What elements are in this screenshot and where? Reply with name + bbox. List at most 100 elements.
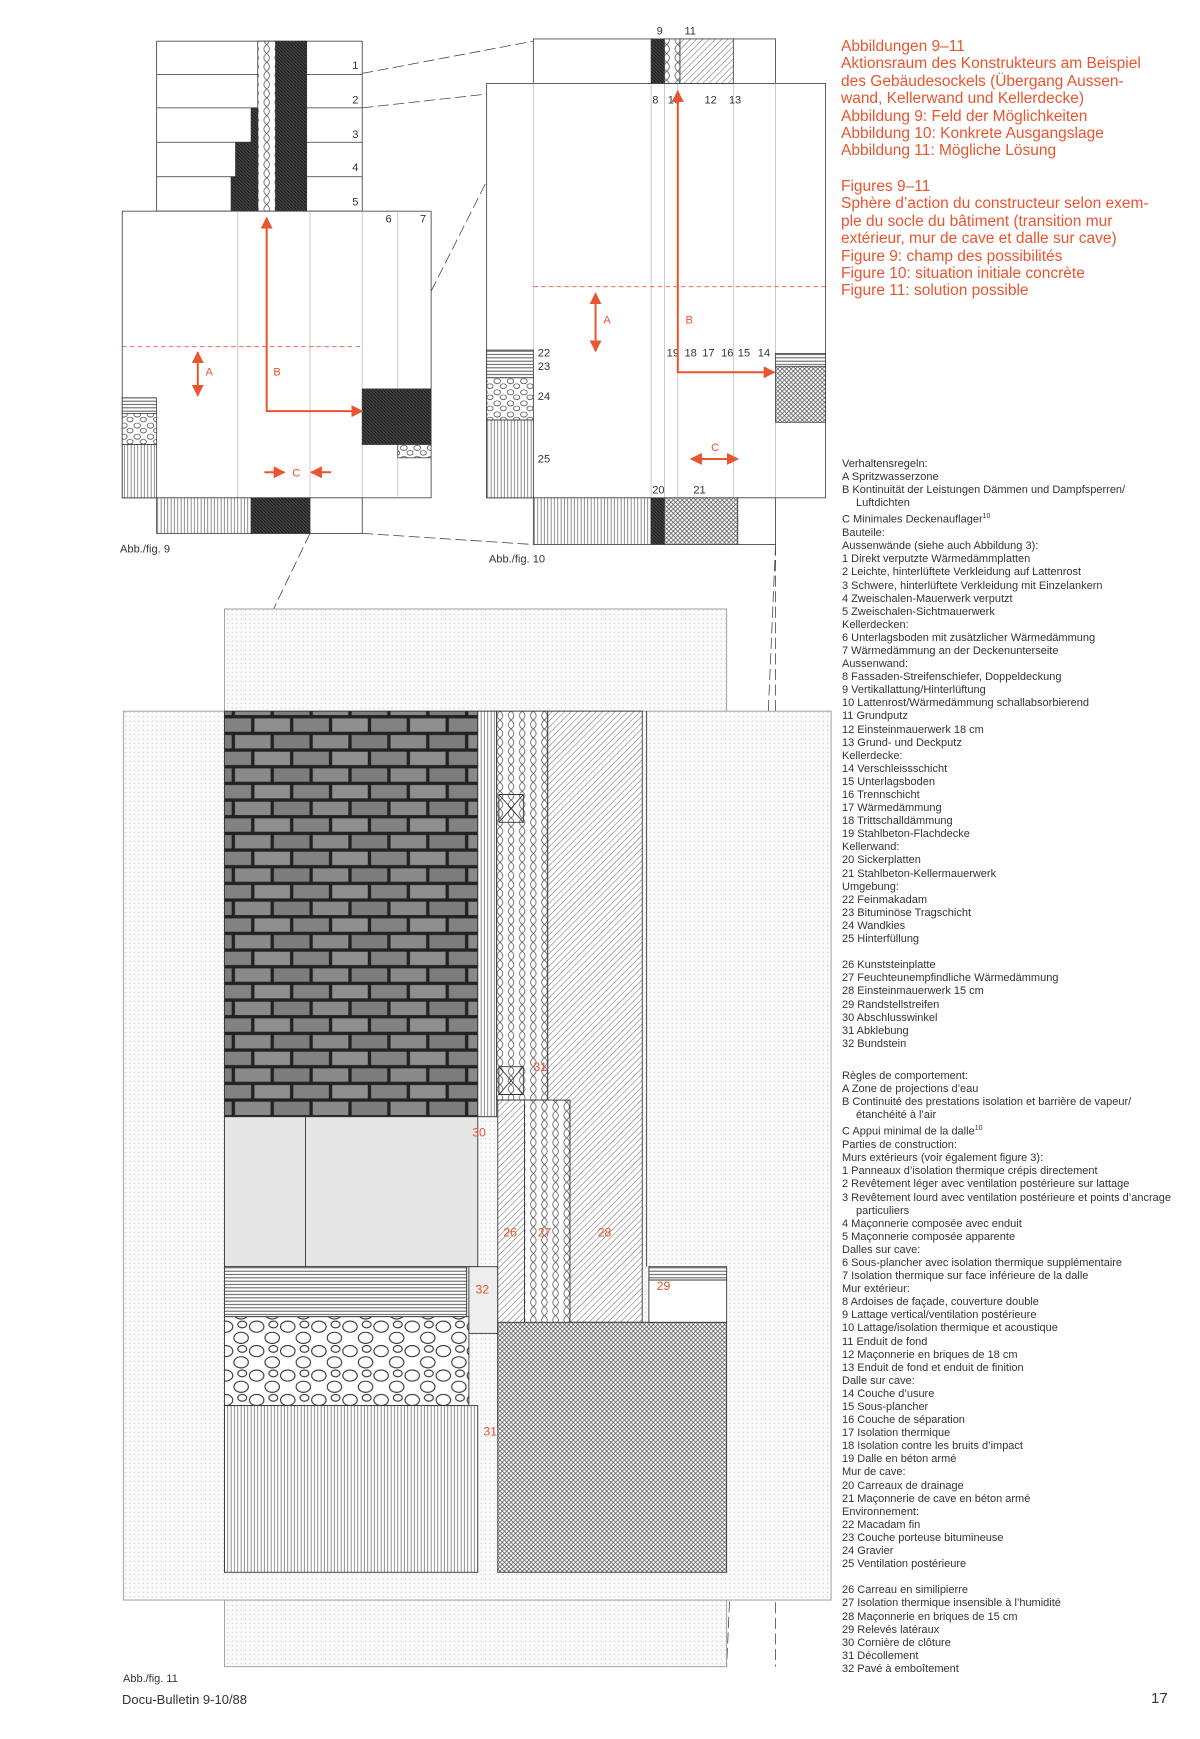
legend-item: 13 Grund- und Deckputz	[842, 737, 1172, 750]
legend-item: 1 Panneaux d’isolation thermique crépis …	[842, 1165, 1172, 1178]
legend-item-text: 5 Zweischalen-Sichtmauerwerk	[842, 605, 995, 618]
legend-item-text: 12 Einsteinmauerwerk 18 cm	[842, 723, 984, 736]
legend-item: Dalle sur cave:	[842, 1375, 1172, 1388]
legend-item-text: 8 Ardoises de façade, couverture double	[842, 1296, 1039, 1309]
legend-item: Règles de comportement:	[842, 1070, 1172, 1083]
fig11-label: 31	[483, 1425, 497, 1439]
legend-item: 19 Dalle en béton armé	[842, 1453, 1172, 1466]
legend-item-text: 2 Leichte, hinterlüftete Verkleidung auf…	[842, 566, 1082, 579]
legend-item: Bauteile:	[842, 527, 1172, 540]
heading-line: Figure 9: champ des possibilités	[841, 247, 1063, 265]
legend-item-text: 31 Décollement	[842, 1649, 919, 1662]
legend-item-text: 25 Ventilation postérieure	[842, 1558, 967, 1571]
legend-item: 3 Schwere, hinterlüftete Verkleidung mit…	[842, 580, 1172, 593]
publication-name: Docu-Bulletin 9-10/88	[122, 1692, 248, 1707]
fig9-label: 5	[352, 197, 358, 209]
fig9-label: 4	[352, 162, 358, 174]
legend-item: Parties de construction:	[842, 1139, 1172, 1152]
legend-item-text: 29 Relevés latéraux	[842, 1623, 940, 1636]
legend-item: Dalles sur cave:	[842, 1244, 1172, 1257]
legend-item: 10 Lattage/isolation thermique et acoust…	[842, 1322, 1172, 1335]
figure-10: 9 11 8 10 12 13 22 23 24 25 19 18 17 16 …	[486, 26, 826, 565]
legend-item: Aussenwände (siehe auch Abbildung 3):	[842, 540, 1172, 553]
legend-item: C Appui minimal de la dalle10	[842, 1122, 1172, 1139]
legend-item-text: 3 Revêtement lourd avec ventilation post…	[842, 1191, 1171, 1217]
fig10-label: 14	[758, 348, 770, 360]
legend-item-text: 4 Zweischalen-Mauerwerk verputzt	[842, 592, 1013, 605]
fig11-label: 31	[533, 1060, 547, 1074]
legend-item-text: C Appui minimal de la dalle	[842, 1126, 975, 1139]
fig10-label: 23	[538, 361, 550, 373]
legend-item-text: Mur extérieur:	[842, 1283, 910, 1296]
zone-a-label: A	[603, 314, 611, 326]
legend-item-text: Mur de cave:	[842, 1466, 906, 1479]
legend-item-text: 16 Couche de séparation	[842, 1414, 965, 1427]
legend-item: 12 Maçonnerie en briques de 18 cm	[842, 1349, 1172, 1362]
legend-item: 11 Enduit de fond	[842, 1336, 1172, 1349]
legend-item-text: B Kontinuität der Leistungen Dämmen und …	[842, 484, 1126, 510]
legend-item-text: Aussenwände (siehe auch Abbildung 3):	[842, 540, 1039, 553]
legend-item-text: 26 Kunststeinplatte	[842, 959, 936, 972]
legend-item-text: 22 Feinmakadam	[842, 893, 927, 906]
fig11-label: 26	[503, 1226, 517, 1240]
legend-item-text: 31 Abklebung	[842, 1024, 909, 1037]
legend-item: Mur de cave:	[842, 1466, 1172, 1479]
legend-item: Kellerdecke:	[842, 750, 1172, 763]
legend-item: 31 Abklebung	[842, 1025, 1172, 1038]
legend-item: 2 Revêtement léger avec ventilation post…	[842, 1178, 1172, 1191]
fig10-label: 13	[729, 94, 741, 106]
legend-item-text: 25 Hinterfüllung	[842, 933, 920, 946]
legend-item: 20 Carreaux de drainage	[842, 1480, 1172, 1493]
heading-line: Abbildung 10: Konkrete Ausgangslage	[841, 125, 1104, 143]
page-number: 17	[1151, 1690, 1168, 1707]
zone-b-label: B	[273, 367, 280, 379]
legend-item: 10 Lattenrost/Wärmedämmung schallabsorbi…	[842, 697, 1172, 710]
legend-item: 2 Leichte, hinterlüftete Verkleidung auf…	[842, 566, 1172, 579]
fig10-label: 8	[652, 94, 658, 106]
legend-item-text: 20 Carreaux de drainage	[842, 1479, 964, 1492]
legend-french: Règles de comportement:A Zone de project…	[842, 1070, 1172, 1676]
legend-item: 23 Bituminöse Tragschicht	[842, 907, 1172, 920]
legend-item: Aussenwand:	[842, 658, 1172, 671]
legend-item-text: 30 Abschlusswinkel	[842, 1011, 938, 1024]
fig11-caption: Abb./fig. 11	[123, 1673, 178, 1685]
legend-item-text: 23 Bituminöse Tragschicht	[842, 906, 972, 919]
legend-item-text: 1 Panneaux d’isolation thermique crépis …	[842, 1165, 1098, 1178]
legend-item-text: 4 Maçonnerie composée avec enduit	[842, 1217, 1022, 1230]
legend-item: 24 Gravier	[842, 1545, 1172, 1558]
heading-line: Figures 9–11	[841, 178, 931, 195]
legend-item: 9 Lattage vertical/ventilation postérieu…	[842, 1309, 1172, 1322]
legend-item-text: C Minimales Deckenauflager	[842, 514, 983, 527]
legend-item: 17 Wärmedämmung	[842, 802, 1172, 815]
fig10-label: 18	[684, 348, 696, 360]
legend-item: 22 Macadam fin	[842, 1519, 1172, 1532]
legend-item	[842, 1571, 1172, 1584]
legend-item: 27 Feuchteunempfindliche Wärmedämmung	[842, 972, 1172, 985]
legend-item: 5 Maçonnerie composée apparente	[842, 1231, 1172, 1244]
legend-item: 8 Fassaden-Streifenschiefer, Doppeldecku…	[842, 671, 1172, 684]
legend-item-text: 2 Revêtement léger avec ventilation post…	[842, 1178, 1130, 1191]
fig10-label: 9	[657, 26, 663, 38]
legend-item: 6 Unterlagsboden mit zusätzlicher Wärmed…	[842, 632, 1172, 645]
legend-item-text: Murs extérieurs (voir également figure 3…	[842, 1152, 1044, 1165]
fig10-label: 16	[721, 348, 733, 360]
legend-item: 25 Hinterfüllung	[842, 933, 1172, 946]
fig9-label: 6	[386, 213, 392, 225]
legend-item-text: 21 Maçonnerie de cave en béton armé	[842, 1492, 1031, 1505]
zone-c-label: C	[292, 468, 300, 480]
legend-item-text: Dalles sur cave:	[842, 1243, 921, 1256]
legend-item-text: 9 Vertikallattung/Hinterlüftung	[842, 684, 986, 697]
legend-item: 18 Trittschalldämmung	[842, 815, 1172, 828]
heading-line: Figure 10: situation initiale concrète	[841, 265, 1085, 283]
legend-item-text: 6 Sous-plancher avec isolation thermique…	[842, 1256, 1123, 1269]
legend-item-text: 27 Isolation thermique insensible à l’hu…	[842, 1597, 1061, 1610]
fig10-label: 20	[652, 484, 664, 496]
legend-item-text: A Spritzwasserzone	[842, 471, 939, 484]
legend-item: 23 Couche porteuse bitumineuse	[842, 1532, 1172, 1545]
fig11-label: 28	[598, 1226, 612, 1240]
legend-item-text: 28 Maçonnerie en briques de 15 cm	[842, 1610, 1018, 1623]
legend-item: 15 Unterlagsboden	[842, 776, 1172, 789]
legend-item-text: 13 Enduit de fond et enduit de finition	[842, 1361, 1024, 1374]
legend-item	[842, 946, 1172, 959]
legend-item: 9 Vertikallattung/Hinterlüftung	[842, 684, 1172, 697]
